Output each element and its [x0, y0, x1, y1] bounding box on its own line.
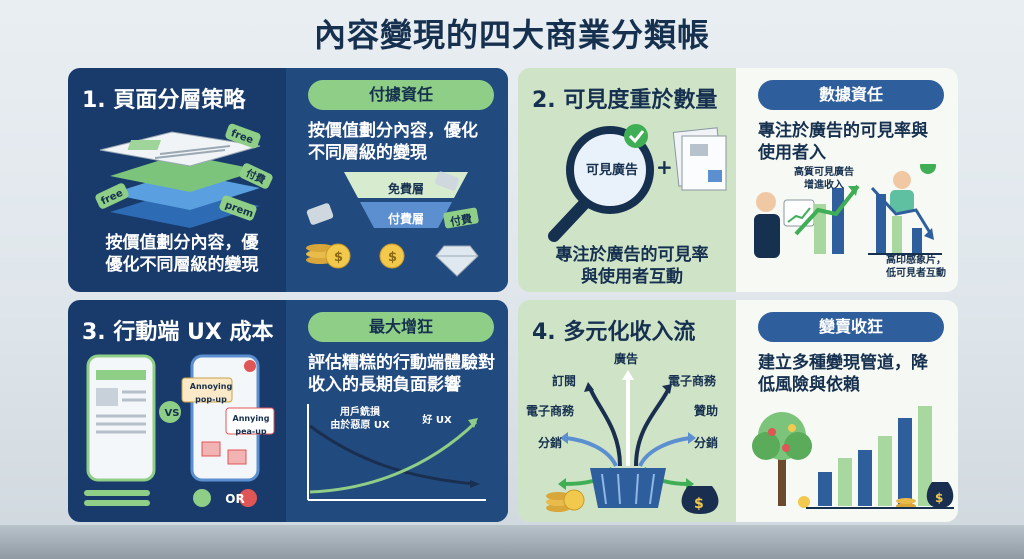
tier-free-label: 免費層 [387, 182, 424, 196]
stream-label: 電子商務 [668, 374, 717, 388]
panel-page-layering: 1. 頁面分層策略 free 付費 prem free 按價值劃分內容，優優化不… [68, 68, 508, 292]
growth-tree-illustration: $ [752, 406, 954, 509]
panel-left-description: 專注於廣告的可見率與使用者互動 [555, 245, 709, 287]
panel-right-description: 評估糟糕的行動端體驗對收入的長期負面影響 [308, 353, 495, 395]
vs-label: VS [164, 408, 180, 419]
bad-ux-label: 用戶銑損由於惡原 UX [330, 407, 390, 431]
layer-stack-illustration: free 付費 prem free [95, 123, 273, 228]
panel-title: 3. 行動端 UX 成本 [82, 320, 274, 345]
panel-title: 4. 多元化收入流 [532, 320, 696, 345]
or-label: OR [225, 492, 245, 506]
good-ux-label: 好 UX [422, 415, 452, 426]
panel-pill-label: 數據資任 [758, 80, 944, 110]
panel-detail: 最大增狂 評估糟糕的行動端體驗對收入的長期負面影響 用戶銑損由於惡原 UX 好 … [286, 300, 508, 522]
chart-label-low: 高印感象片，低可見者互動 [886, 255, 946, 279]
panel-pill-label: 變賣收狂 [758, 312, 944, 342]
svg-text:+: + [656, 155, 673, 179]
lens-label: 可見廣告 [585, 163, 638, 178]
ad-performance-illustration [754, 164, 942, 258]
revenue-streams-illustration: $ [546, 370, 719, 514]
stream-label: 電子商務 [526, 404, 575, 418]
magnifier-illustration: + [548, 124, 727, 242]
panel-title: 1. 頁面分層策略 [82, 88, 246, 113]
svg-text:$: $ [694, 496, 704, 512]
chart-label-high: 高質可見廣告增進收入 [794, 167, 854, 191]
desk-surface [0, 525, 1024, 559]
panel-detail: 付據資任 按價值劃分內容，優化不同層級的變現 $ $ 免費層 付費層 付費 [286, 68, 508, 292]
panel-diversified-revenue: 4. 多元化收入流 $ 廣告 訂閱 電子商務 電子商務 贊助 分銷 [518, 300, 958, 522]
svg-text:$: $ [334, 250, 343, 265]
stream-label: 贊助 [694, 404, 719, 418]
panel-pill-label: 最大增狂 [308, 312, 494, 342]
panel-right-description: 按價值劃分內容，優化不同層級的變現 [308, 121, 478, 163]
stream-label: 廣告 [614, 352, 639, 366]
panel-detail: 變賣收狂 建立多種變現管道，降低風險與依賴 $ [736, 300, 958, 522]
stream-label: 分銷 [538, 436, 563, 450]
phone-comparison-illustration [84, 354, 275, 507]
ux-revenue-curve [307, 404, 486, 501]
svg-text:$: $ [935, 491, 943, 505]
panel-right-description: 專注於廣告的可見率與使用者入 [758, 121, 928, 163]
page-title: 內容變現的四大商業分類帳 [313, 16, 710, 54]
panel-visibility-over-volume: 2. 可見度重於數量 + 可見廣告 專注於廣告的可見率與使用者互動 數據資任 專… [518, 68, 958, 292]
panel-left-description: 按價值劃分內容，優優化不同層級的變現 [105, 233, 259, 275]
panel-right-description: 建立多種變現管道，降低風險與依賴 [758, 353, 928, 395]
panel-detail: 數據資任 專注於廣告的可見率與使用者入 高質可見廣告增進收入 [736, 68, 958, 292]
tier-funnel-illustration: $ $ [306, 171, 479, 277]
stream-label: 分銷 [694, 436, 719, 450]
tier-paid-label: 付費層 [387, 212, 424, 226]
svg-text:$: $ [388, 250, 397, 265]
stream-label: 訂閱 [552, 374, 577, 388]
panel-pill-label: 付據資任 [308, 80, 494, 110]
panel-title: 2. 可見度重於數量 [532, 88, 718, 113]
